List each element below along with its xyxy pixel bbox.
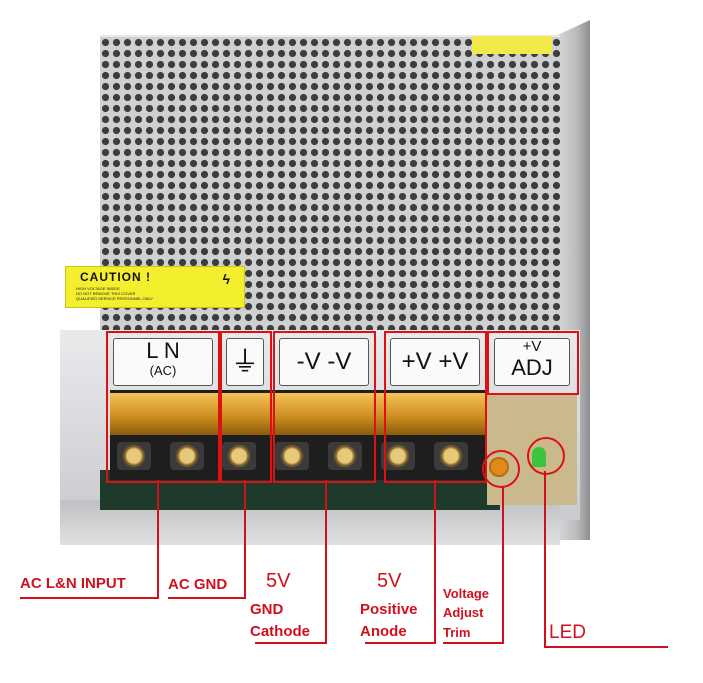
annotation-pos-line2: Anode: [360, 623, 407, 640]
annotation-gnd-line1: GND: [250, 601, 284, 618]
annotation-gnd-voltage: 5V: [266, 570, 291, 592]
highlight-ac-input: [106, 331, 220, 483]
highlight-trim: [482, 450, 520, 488]
highlight-ground: [220, 331, 272, 483]
terminal-screw-n[interactable]: [170, 442, 204, 470]
terminal-screw-pos2[interactable]: [434, 442, 468, 470]
label-adj-top: +V: [522, 338, 542, 355]
underline-pos: [365, 642, 436, 644]
terminal-screw-l[interactable]: [117, 442, 151, 470]
annotation-ac-input: AC L&N INPUT: [20, 575, 126, 592]
leader-led: [544, 471, 546, 647]
ground-icon: ⏚: [226, 338, 264, 386]
annotation-ac-gnd: AC GND: [168, 576, 228, 593]
leader-gnd: [325, 480, 327, 643]
label-pos: +V +V: [390, 338, 480, 386]
underline-ac-gnd: [168, 597, 246, 599]
annotation-pos-line1: Positive: [360, 601, 418, 618]
yellow-sticker: [472, 36, 552, 54]
leader-ac-input: [157, 480, 159, 598]
label-adj: +V ADJ: [494, 338, 570, 386]
annotation-gnd-line2: Cathode: [250, 623, 310, 640]
terminal-cover: [110, 393, 486, 435]
underline-led: [544, 646, 668, 648]
leader-pos: [434, 480, 436, 643]
caution-title: CAUTION !: [80, 270, 151, 284]
annotation-trim-line3: Trim: [443, 625, 471, 640]
caution-text: HIGH VOLTAGE INSIDE DO NOT REMOVE THIS C…: [76, 286, 236, 301]
annotation-led: LED: [549, 622, 586, 643]
leader-trim: [502, 486, 504, 643]
highlight-adj: [487, 331, 579, 395]
caution-sticker: CAUTION ! ϟ HIGH VOLTAGE INSIDE DO NOT R…: [65, 266, 245, 308]
psu-perforated-cover: [100, 35, 560, 332]
label-ln-text: L N: [146, 338, 180, 363]
terminal-screw-neg1[interactable]: [275, 442, 309, 470]
caution-line: DO NOT REMOVE THIS COVER: [76, 291, 136, 296]
underline-ac-input: [20, 597, 159, 599]
terminal-screw-neg2[interactable]: [328, 442, 362, 470]
leader-ac-gnd: [244, 480, 246, 598]
terminal-screw-pos1[interactable]: [381, 442, 415, 470]
annotation-pos-voltage: 5V: [377, 570, 402, 592]
caution-line: QUALIFIED SERVICE PERSONNEL ONLY: [76, 296, 154, 301]
label-ac-text: (AC): [149, 363, 177, 378]
highlight-negative: [273, 331, 376, 483]
terminal-screw-ground[interactable]: [222, 442, 256, 470]
underline-gnd: [255, 642, 327, 644]
label-adj-bottom: ADJ: [511, 355, 553, 380]
lightning-icon: ϟ: [222, 271, 230, 287]
underline-trim: [443, 642, 504, 644]
annotation-trim-line1: Voltage: [443, 586, 489, 601]
highlight-led: [527, 437, 565, 475]
label-ln: L N (AC): [113, 338, 213, 386]
annotation-trim-line2: Adjust: [443, 605, 484, 620]
label-neg: -V -V: [279, 338, 369, 386]
caution-line: HIGH VOLTAGE INSIDE: [76, 286, 120, 291]
